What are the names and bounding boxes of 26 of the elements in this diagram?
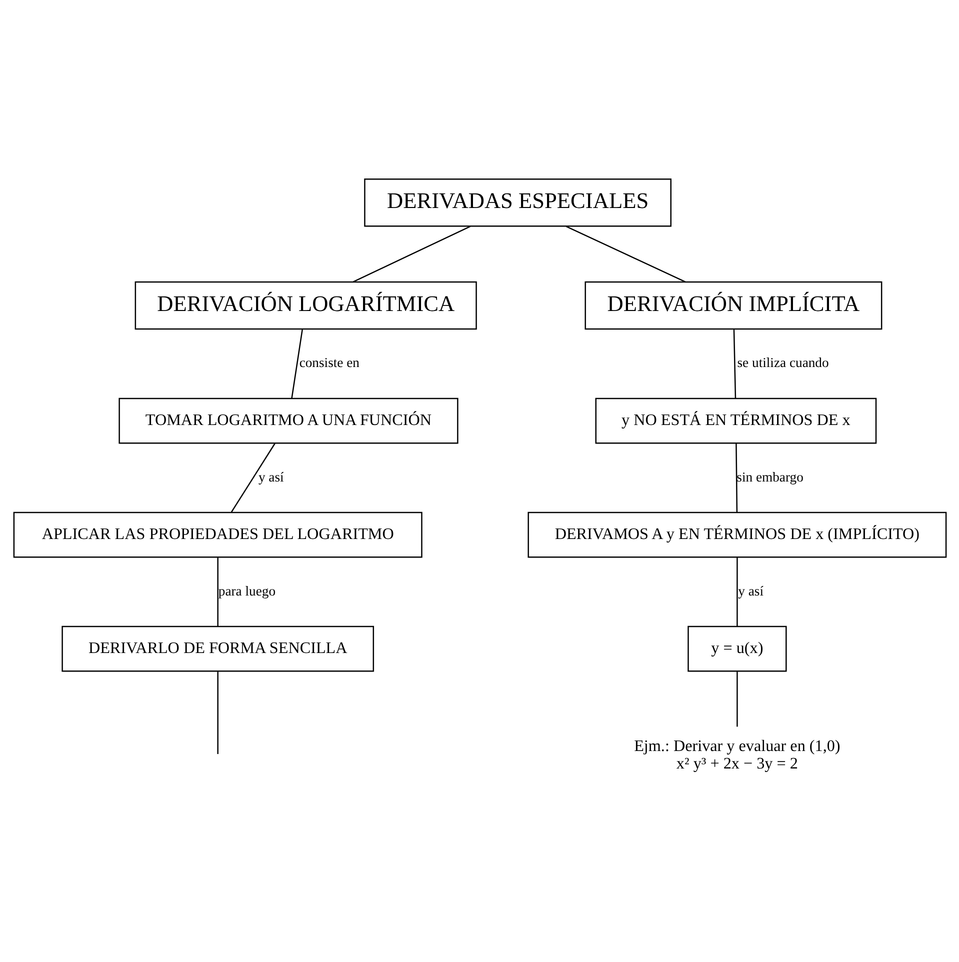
edge-label: se utiliza cuando	[736, 354, 828, 370]
node-box: TOMAR LOGARITMO A UNA FUNCIÓN	[118, 397, 458, 444]
connector	[736, 557, 738, 626]
node-box: y NO ESTÁ EN TÉRMINOS DE x	[594, 397, 876, 444]
node-box: DERIVADAS ESPECIALES	[364, 178, 671, 226]
node-text: Ejm.: Derivar y evaluar en (1,0) x² y³ + 2x − 3y = 2	[634, 737, 840, 772]
node-box: APLICAR LAS PROPIEDADES DEL LOGARITMO	[12, 511, 422, 558]
connector	[565, 225, 685, 282]
edge-label: y así	[258, 468, 284, 484]
connector	[230, 442, 275, 512]
connector	[732, 329, 736, 398]
connector	[352, 225, 470, 282]
connector	[216, 557, 218, 626]
edge-label: para luego	[218, 582, 276, 598]
edge-label: y así	[738, 582, 764, 598]
node-box: DERIVARLO DE FORMA SENCILLA	[61, 625, 374, 672]
node-box: DERIVACIÓN IMPLÍCITA	[584, 280, 882, 330]
node-box: DERIVACIÓN LOGARÍTMICA	[134, 280, 476, 330]
node-box: DERIVAMOS A y EN TÉRMINOS DE x (IMPLÍCITO)	[527, 511, 946, 558]
node-box: y = u(x)	[687, 625, 786, 672]
edge-label: consiste en	[298, 354, 359, 370]
connector	[735, 443, 738, 512]
connector	[290, 328, 302, 398]
connector	[216, 671, 218, 754]
edge-label: sin embargo	[736, 468, 803, 484]
connector	[736, 671, 738, 726]
